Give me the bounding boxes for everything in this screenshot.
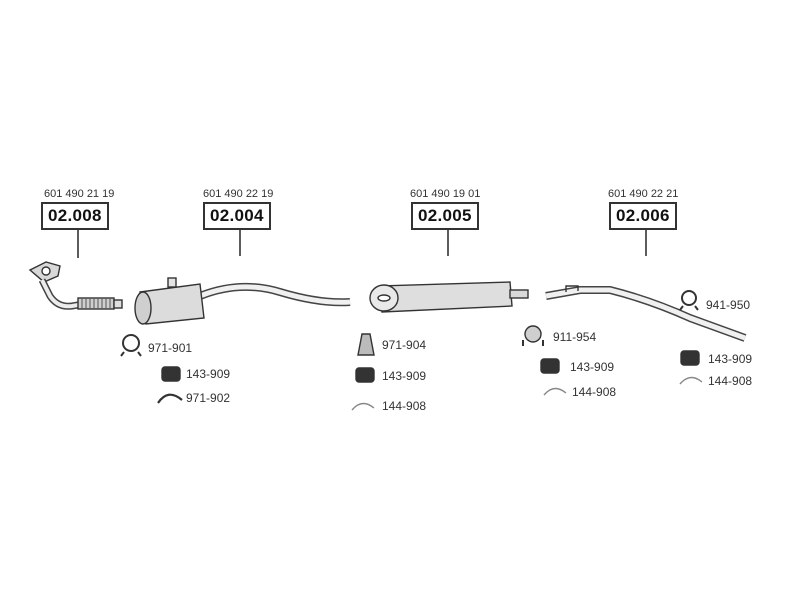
- tail-pipe-part[interactable]: [545, 285, 747, 342]
- middle-silencer-part[interactable]: [134, 277, 351, 325]
- rubber-mount-icon: [355, 367, 375, 383]
- fitting-label: 143-909: [382, 369, 427, 383]
- hanger-icon: [157, 393, 183, 404]
- fitting-label: 911-954: [553, 330, 597, 344]
- oem-number: 601 490 21 19: [44, 188, 115, 200]
- oem-number: 601 490 19 01: [410, 188, 481, 200]
- rubber-mount-icon: [540, 358, 560, 374]
- fitting-label: 971-902: [186, 391, 231, 405]
- u-clamp-icon: [522, 325, 544, 346]
- fitting-label: 143-909: [186, 367, 231, 381]
- rear-silencer-part[interactable]: [369, 281, 529, 313]
- part-code-box[interactable]: 02.004: [203, 202, 271, 230]
- oem-number: 601 490 22 19: [203, 188, 274, 200]
- fitting-label: 941-950: [706, 298, 751, 312]
- part-code-box[interactable]: 02.005: [411, 202, 479, 230]
- hook-icon: [679, 376, 703, 385]
- rubber-mount-icon: [161, 366, 181, 382]
- fitting-label: 144-908: [572, 385, 617, 399]
- fitting-label: 971-904: [382, 338, 427, 352]
- rubber-mount-icon: [680, 350, 700, 366]
- bracket-icon: [357, 333, 375, 356]
- oem-number: 601 490 22 21: [608, 188, 679, 200]
- clamp-ring-icon: [679, 290, 699, 311]
- fitting-label: 143-909: [708, 352, 753, 366]
- fitting-label: 144-908: [382, 399, 427, 413]
- hook-icon: [543, 387, 567, 396]
- front-pipe-part[interactable]: [28, 261, 123, 310]
- part-code-box[interactable]: 02.006: [609, 202, 677, 230]
- part-code-box[interactable]: 02.008: [41, 202, 109, 230]
- fitting-label: 143-909: [570, 360, 615, 374]
- clamp-ring-icon: [120, 334, 142, 357]
- fitting-label: 144-908: [708, 374, 753, 388]
- hook-icon: [351, 402, 375, 411]
- fitting-label: 971-901: [148, 341, 193, 355]
